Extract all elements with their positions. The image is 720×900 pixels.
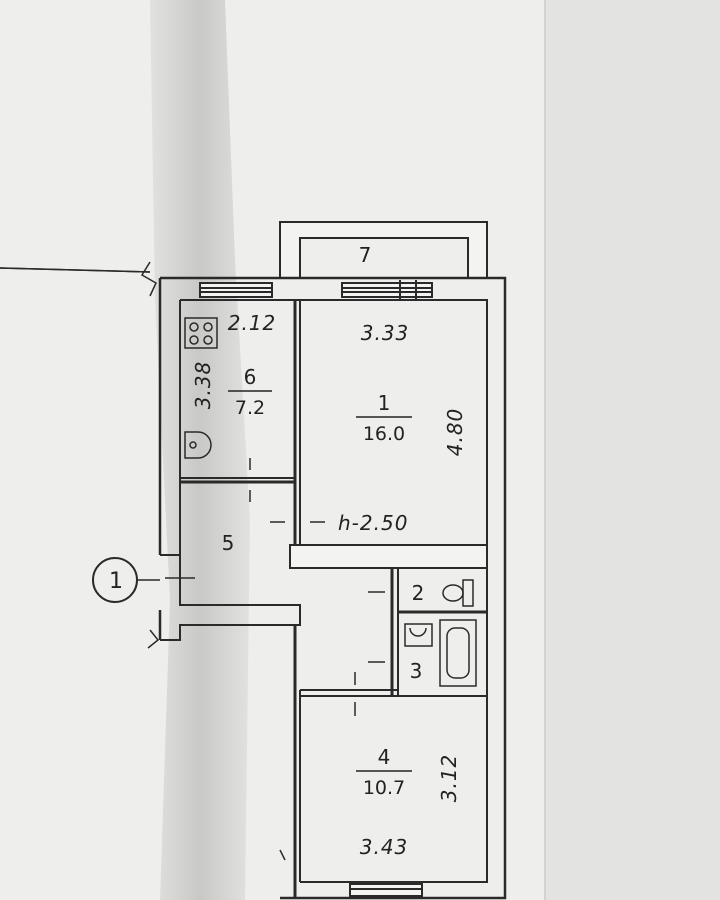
room-6-width: 2.12 <box>228 311 277 335</box>
door-icon <box>165 458 385 861</box>
axis-marker-label: 1 <box>109 569 123 594</box>
toilet-icon <box>442 579 474 607</box>
window-icon <box>199 282 273 298</box>
outer-wall <box>158 276 507 900</box>
break-mark <box>140 261 157 297</box>
room-6-area: 7.2 <box>235 397 265 419</box>
stove-icon <box>184 317 218 349</box>
room-4-width: 3.43 <box>360 835 409 859</box>
room-3-number: 3 <box>410 659 423 683</box>
room-5-number: 5 <box>222 531 235 555</box>
bathtub-icon <box>439 619 477 687</box>
room-4-area: 10.7 <box>363 777 405 799</box>
window-icon <box>349 883 423 897</box>
room-2-number: 2 <box>412 581 425 605</box>
room-1-area: 16.0 <box>363 423 405 445</box>
room-7-number: 7 <box>359 243 372 267</box>
balcony-outline <box>279 221 488 279</box>
room-1-width: 3.33 <box>361 321 410 345</box>
room-6-length: 3.38 <box>191 361 215 410</box>
ceiling-height: h-2.50 <box>338 511 408 535</box>
sink-icon <box>404 623 433 647</box>
room-6-number: 6 <box>244 365 257 389</box>
right-page-edge <box>545 0 720 900</box>
sink-icon <box>184 431 212 459</box>
room-4-length: 3.12 <box>437 754 461 803</box>
window-icon <box>341 280 433 300</box>
photo-shadow <box>150 0 250 900</box>
room-4-number: 4 <box>378 745 391 769</box>
room-1-length: 4.80 <box>443 408 467 457</box>
room-1-number: 1 <box>378 391 391 415</box>
inner-wall <box>180 299 488 883</box>
